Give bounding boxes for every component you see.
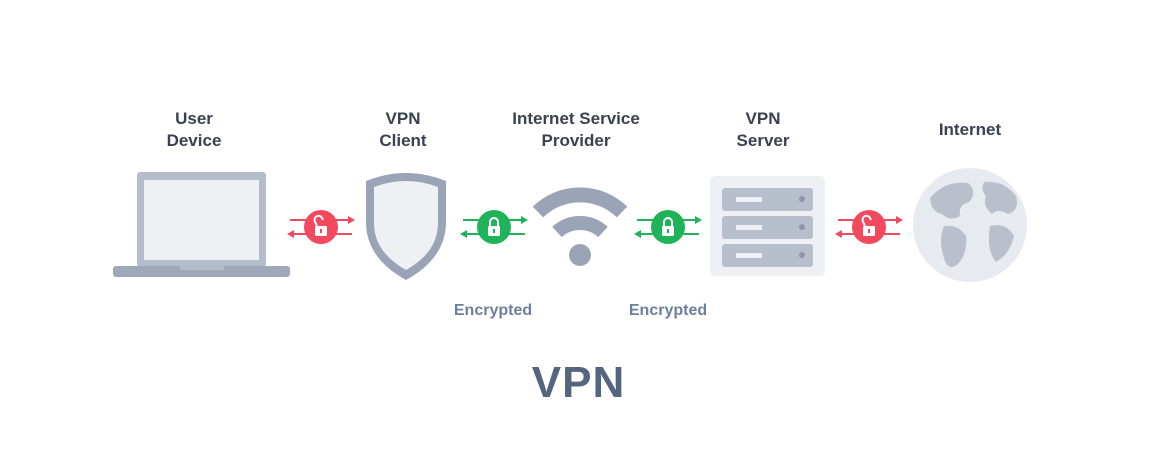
- encrypted-label-2: Encrypted: [628, 302, 708, 319]
- label-isp: Internet Service Provider: [512, 109, 640, 150]
- label-internet: Internet: [938, 120, 1002, 139]
- diagram-title: VPN: [531, 358, 626, 407]
- label-vpn-server: VPN Server: [736, 109, 790, 150]
- globe-icon: [913, 168, 1027, 282]
- laptop-icon: [113, 172, 290, 277]
- padlock-icon: [662, 217, 674, 236]
- padlock-icon: [488, 217, 500, 236]
- link-4-unlocked: [835, 210, 903, 244]
- padlock-icon: [861, 214, 875, 236]
- link-3-locked: [634, 210, 702, 244]
- encrypted-label-1: Encrypted: [453, 302, 533, 319]
- link-2-locked: [460, 210, 528, 244]
- padlock-icon: [313, 214, 327, 236]
- server-icon: [710, 176, 825, 276]
- label-vpn-client: VPN Client: [379, 109, 427, 150]
- wifi-icon: [532, 187, 628, 266]
- label-user-device: User Device: [166, 109, 222, 150]
- link-1-unlocked: [287, 210, 355, 244]
- link-connectors: [287, 210, 903, 244]
- shield-icon: [366, 173, 446, 280]
